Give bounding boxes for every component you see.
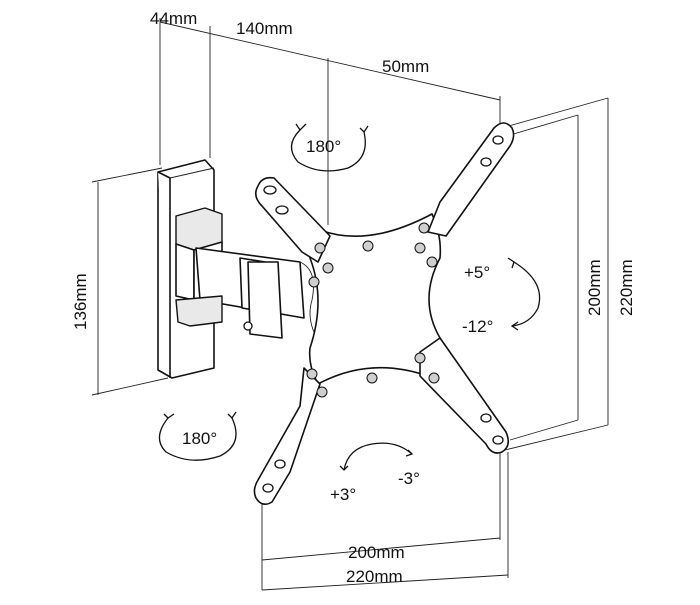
dim-200mm-vertical: 200mm xyxy=(585,259,604,316)
rotate-pos-label: +3° xyxy=(330,485,356,504)
dimension-lines xyxy=(91,18,609,591)
dim-136mm: 136mm xyxy=(71,273,90,330)
dim-220mm-horizontal: 220mm xyxy=(346,567,403,586)
tilt-down-label: -12° xyxy=(462,317,493,336)
swivel-bottom-label: 180° xyxy=(182,429,217,448)
dim-200mm-horizontal: 200mm xyxy=(348,543,405,562)
dim-44mm: 44mm xyxy=(150,9,197,28)
vesa-bracket xyxy=(253,122,515,506)
rotation-arrows xyxy=(158,123,541,471)
dim-140mm: 140mm xyxy=(236,19,293,38)
rotate-neg-label: -3° xyxy=(398,469,420,488)
swivel-top-label: 180° xyxy=(306,137,341,156)
dim-50mm: 50mm xyxy=(382,57,429,76)
swing-arm xyxy=(175,207,319,341)
dim-220mm-vertical: 220mm xyxy=(617,259,636,316)
tilt-up-label: +5° xyxy=(464,263,490,282)
